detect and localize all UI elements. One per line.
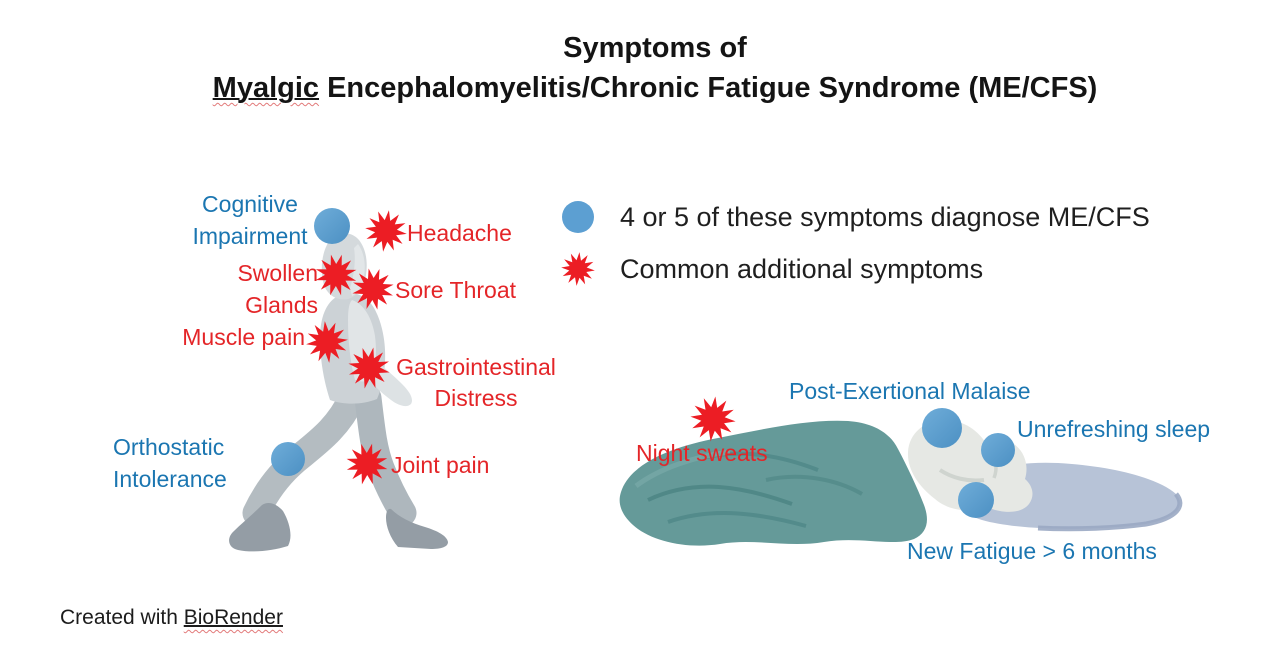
legend: 4 or 5 of these symptoms diagnose ME/CFS… <box>560 198 1150 302</box>
label-gastrointestinal-distress: Gastrointestinal Distress <box>396 354 556 411</box>
label-muscle-pain: Muscle pain <box>182 324 305 350</box>
blanket-fold <box>667 511 807 528</box>
pillow-edge-shadow <box>1037 492 1183 532</box>
legend-diagnostic-label: 4 or 5 of these symptoms diagnose ME/CFS <box>620 201 1150 232</box>
label-orthostatic-intolerance: Orthostatic Intolerance <box>113 434 227 492</box>
legend-item-diagnostic: 4 or 5 of these symptoms diagnose ME/CFS <box>560 198 1150 236</box>
label-cognitive-impairment: Cognitive Impairment <box>192 191 308 249</box>
title-line2-rest: Encephalomyelitis/Chronic Fatigue Syndro… <box>319 72 1098 104</box>
marker-new-fatigue-circle <box>958 482 994 518</box>
diagnostic-markers <box>271 208 1015 518</box>
label-new-fatigue: New Fatigue > 6 months <box>907 538 1157 564</box>
label-night-sweats: Night sweats <box>636 440 768 466</box>
label-headache: Headache <box>407 220 512 246</box>
footer-credit: Created with BioRender <box>60 606 283 630</box>
walking-person-front-shoe <box>386 508 448 549</box>
title-line1: Symptoms of <box>563 32 747 64</box>
marker-post-exertional-malaise-circle <box>922 408 962 448</box>
blanket-fold <box>765 474 864 496</box>
label-post-exertional-malaise: Post-Exertional Malaise <box>789 378 1031 404</box>
legend-item-additional: Common additional symptoms <box>560 250 1150 288</box>
blue-circle-icon <box>560 198 596 236</box>
biorender-link[interactable]: BioRender <box>183 606 283 629</box>
walking-person-back-shoe <box>229 503 291 552</box>
label-swollen-glands: Swollen Glands <box>237 260 318 318</box>
marker-unrefreshing-sleep-circle <box>981 433 1015 467</box>
marker-cognitive-impairment-circle <box>314 208 350 244</box>
sleeping-person-head-shade <box>938 468 985 483</box>
label-sore-throat: Sore Throat <box>395 277 517 303</box>
blanket-fold <box>647 484 793 506</box>
footer-credit-prefix: Created with <box>60 606 184 629</box>
legend-additional-label: Common additional symptoms <box>620 253 984 284</box>
marker-headache-starburst <box>362 207 410 255</box>
label-unrefreshing-sleep: Unrefreshing sleep <box>1017 416 1211 442</box>
label-joint-pain: Joint pain <box>391 452 490 478</box>
title-underlined-word: Myalgic <box>212 72 320 104</box>
blanket-highlight <box>634 449 731 489</box>
marker-orthostatic-intolerance-circle <box>271 442 305 476</box>
red-starburst-icon <box>560 250 596 288</box>
page-title: Symptoms of Myalgic Encephalomyelitis/Ch… <box>30 28 1280 108</box>
